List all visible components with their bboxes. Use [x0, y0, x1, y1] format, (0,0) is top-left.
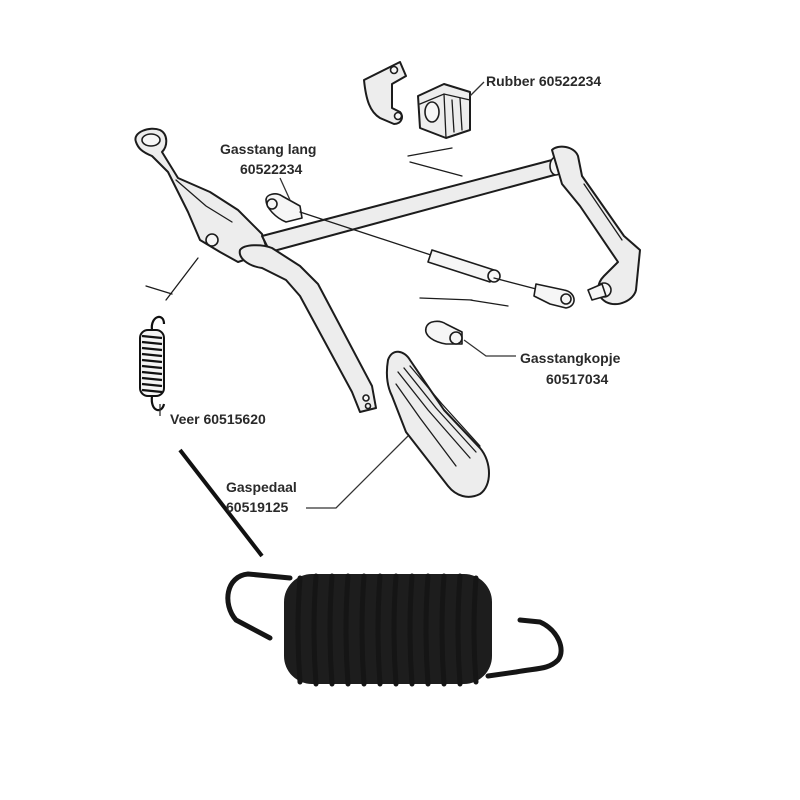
rod-end-part	[424, 320, 463, 345]
label-kopje-line1: Gasstangkopje	[520, 350, 621, 366]
cross-shaft	[261, 156, 563, 253]
label-gaspedaal-line2: 60519125	[226, 499, 289, 515]
rubber-bush	[417, 83, 471, 139]
throttle-rod	[265, 193, 575, 309]
spring-photo	[225, 571, 564, 687]
right-lever-arm	[551, 145, 641, 306]
clamp-bracket	[363, 61, 407, 125]
label-kopje-line2: 60517034	[546, 371, 609, 387]
small-spring-drawing	[139, 315, 166, 412]
label-rubber: Rubber 60522234	[486, 73, 601, 89]
pedal-bracket	[134, 127, 269, 263]
section-markers	[145, 147, 509, 307]
pointer-line	[178, 448, 264, 558]
label-gaspedaal-line1: Gaspedaal	[226, 479, 297, 495]
label-veer: Veer 60515620	[170, 411, 266, 427]
label-gasstang-line2: 60522234	[240, 161, 303, 177]
pedal-lever	[238, 244, 377, 413]
leader-lines	[159, 81, 516, 509]
gas-pedal	[385, 350, 490, 498]
label-gasstang-line1: Gasstang lang	[220, 141, 316, 157]
